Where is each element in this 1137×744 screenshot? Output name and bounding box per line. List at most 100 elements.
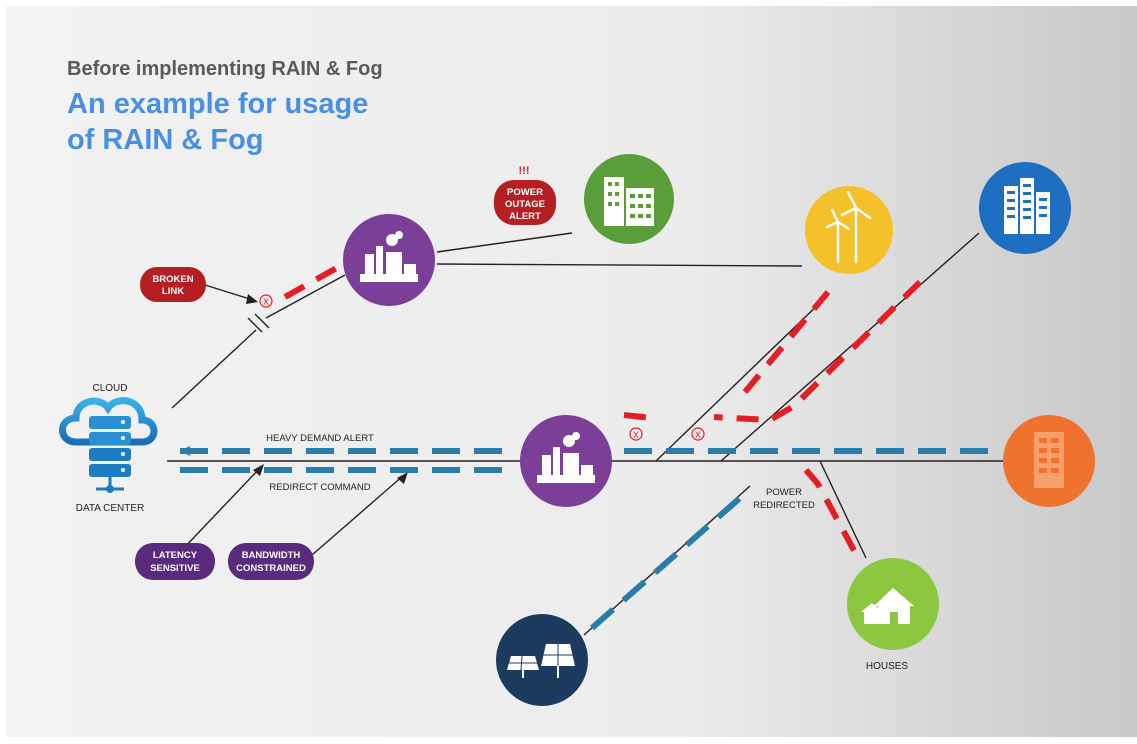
window-icon (1051, 448, 1059, 453)
server-led-icon (121, 452, 125, 456)
link-gap-to-plant (265, 274, 346, 319)
flow-wind-down (742, 290, 831, 394)
window-icon (1007, 199, 1015, 202)
factory-tower-icon (563, 453, 579, 475)
window-icon (1023, 216, 1031, 219)
flow-outage-stub (623, 412, 653, 421)
badge-latency-line2: SENSITIVE (150, 563, 200, 574)
window-icon (1023, 200, 1031, 203)
window-icon (615, 192, 619, 196)
badge-bandwidth-line2: CONSTRAINED (236, 563, 306, 574)
window-icon (1023, 192, 1031, 195)
turbine-blade-icon (825, 220, 840, 229)
x-mark-circle (629, 427, 643, 441)
alert-exclamation: !!! (519, 165, 530, 177)
window-icon (615, 202, 619, 206)
flow-broken-to-plant (283, 262, 344, 300)
badge-broken-link: BROKEN LINK (140, 267, 206, 302)
window-icon (630, 204, 635, 208)
server-led-icon (121, 436, 125, 440)
x-mark-letter: X (695, 430, 701, 440)
badge-latency: LATENCY SENSITIVE (135, 543, 215, 580)
broken-link-mark-2 (254, 313, 270, 329)
factory-smoke-icon (572, 432, 580, 440)
bandwidth-pointer-line (311, 474, 405, 556)
latency-pointer-line (180, 467, 261, 552)
link-to-houses (819, 460, 867, 559)
apartment-building-icon (1034, 432, 1064, 488)
badge-power-outage-bg (494, 180, 556, 225)
factory-chimney-icon (542, 455, 551, 475)
broken-link-pointer-line (204, 284, 254, 301)
turbine-blade-icon (846, 190, 858, 210)
power-redirected-label-1: POWER (766, 487, 802, 498)
window-icon (615, 182, 619, 186)
window-icon (1023, 184, 1031, 187)
window-icon (1039, 214, 1047, 217)
server-led-icon (121, 420, 125, 424)
power-redirected-label-2: REDIRECTED (753, 500, 815, 511)
link-plant-to-wind (436, 263, 803, 267)
window-icon (1039, 438, 1047, 443)
x-mark-circle (691, 427, 705, 441)
bandwidth-arrowhead (397, 472, 408, 484)
server-unit-icon (89, 464, 131, 477)
data-center-label: DATA CENTER (76, 503, 145, 514)
skyscraper-windows-icon (1007, 184, 1047, 219)
power-plant-middle (520, 415, 612, 507)
window-icon (1023, 208, 1031, 211)
red-power-flows (283, 262, 923, 558)
cloud-outline-icon (59, 397, 158, 446)
window-icon (1051, 438, 1059, 443)
flow-arrowhead-left (180, 446, 190, 456)
houses-label: HOUSES (866, 661, 909, 672)
x-mark-broken: X (259, 294, 273, 308)
window-icon (630, 214, 635, 218)
heavy-demand-label: HEAVY DEMAND ALERT (266, 433, 374, 444)
server-unit-icon (89, 432, 131, 445)
badge-bandwidth-bg (228, 543, 314, 580)
window-icon (608, 202, 612, 206)
factory-tower-icon (386, 252, 402, 274)
factory-chimney-icon (376, 246, 383, 274)
badge-power-outage-line2: OUTAGE (505, 199, 545, 210)
wind-turbine-icon (825, 190, 872, 264)
badge-bandwidth-line1: BANDWIDTH (242, 550, 301, 561)
skyscraper-tower-icon (1036, 192, 1050, 234)
background-panel (6, 6, 1137, 737)
link-cloud-to-gap (171, 329, 257, 409)
cloud-label: CLOUD (92, 383, 127, 394)
window-icon (1007, 207, 1015, 210)
badge-latency-bg (135, 543, 215, 580)
turbine-blade-icon (854, 206, 872, 220)
server-led-icon (121, 468, 125, 472)
factory-smoke-icon (395, 231, 403, 239)
factory-icon (360, 231, 418, 282)
factory-building-icon (404, 264, 416, 274)
window-icon (1039, 468, 1047, 473)
turbine-blade-icon (836, 220, 851, 231)
window-icon (638, 194, 643, 198)
broken-link-mark-1 (247, 317, 263, 333)
teal-data-flows (180, 448, 1000, 631)
house-large-icon (874, 588, 914, 624)
window-icon (630, 194, 635, 198)
factory-chimney-icon (365, 254, 374, 274)
x-mark-letter: X (633, 430, 639, 440)
factory-chimney-icon (553, 447, 560, 475)
server-unit-icon (89, 448, 131, 461)
flow-to-houses (803, 468, 860, 558)
solar-panel-grid-icon (509, 644, 573, 671)
window-icon (1039, 206, 1047, 209)
diagram-subtitle: Before implementing RAIN & Fog (67, 58, 383, 80)
window-icon (1007, 191, 1015, 194)
window-icon (646, 214, 651, 218)
factory-smoke-icon (563, 435, 575, 447)
houses-icon (861, 588, 914, 624)
wind-node (805, 186, 893, 274)
factory-building-icon (581, 465, 593, 475)
link-to-skyscraper (720, 232, 980, 462)
x-marks: X X X (259, 294, 705, 441)
